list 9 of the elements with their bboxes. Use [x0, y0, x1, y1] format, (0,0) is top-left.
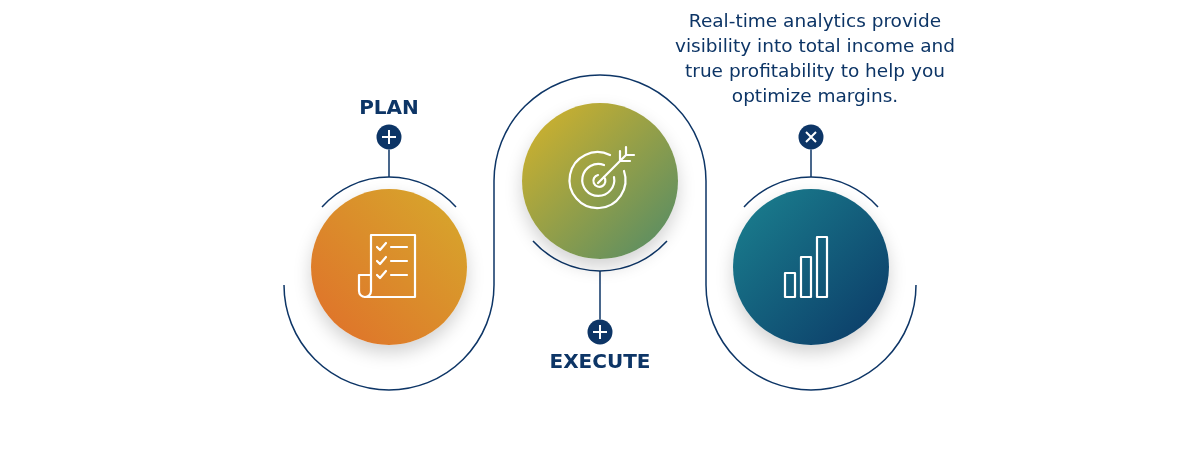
step-title: PLAN	[358, 95, 420, 119]
plus-icon	[587, 319, 613, 345]
connector-line	[810, 148, 812, 178]
description-text: Real-time analytics provide visibility into total income and true profitability to help you optimize margins.	[673, 9, 957, 108]
step-title: EXECUTE	[548, 349, 652, 373]
plus-icon	[376, 124, 402, 150]
close-icon	[798, 124, 824, 150]
connector-line	[599, 270, 601, 321]
connector-line	[388, 148, 390, 178]
